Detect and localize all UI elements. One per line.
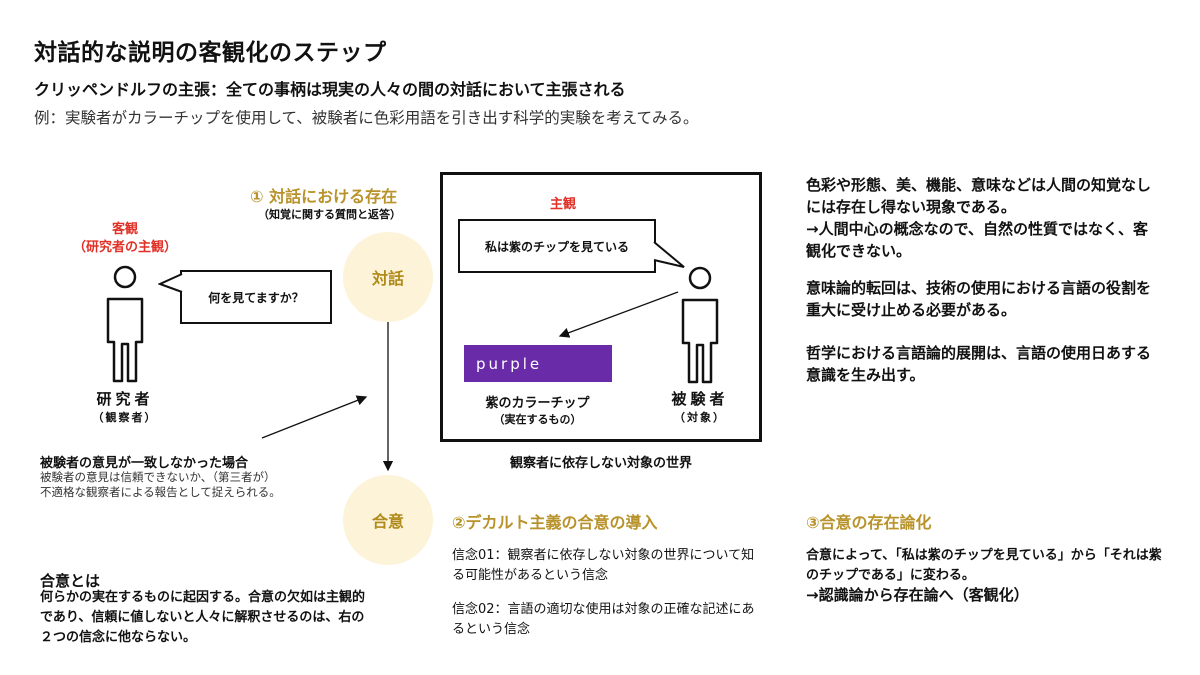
consensus-title: 合意とは — [40, 572, 101, 590]
consensus-body: 何らかの実在するものに起因する。合意の欠如は主観的であり、信頼に値しないと人々に… — [40, 590, 366, 645]
subject-to-chip-arrow — [558, 291, 679, 338]
subject-role: （対象） — [674, 411, 726, 424]
subjective-label: 主観 — [549, 197, 576, 212]
step3-arrow-line: →認識論から存在論へ（客観化） — [806, 586, 1029, 604]
step3-body: 合意によって、「私は紫のチップを見ている」から「それは紫のチップである」に変わる… — [806, 548, 1162, 583]
subject-speech-text: 私は紫のチップを見ている — [484, 239, 629, 254]
chip-sub-label: （実在するもの） — [493, 413, 582, 426]
semantic-turn-note: 意味論的転回は、技術の使用における言語の役割を重大に受け止める必要がある。 — [806, 279, 1152, 319]
purple-color-chip: purple — [464, 345, 612, 382]
objective-sub-label: （研究者の主観） — [72, 240, 177, 255]
perception-note: 色彩や形態、美、機能、意味などは人間の知覚なしには存在し得ない現象である。 →人… — [806, 176, 1152, 260]
step1-title: ① 対話における存在 — [250, 187, 398, 206]
researcher-name: 研究者 — [96, 390, 154, 408]
subject-bubble-tail — [653, 241, 685, 268]
chip-label: 紫のカラーチップ — [485, 396, 590, 411]
subject-name: 被験者 — [671, 390, 729, 408]
researcher-role: （観察者） — [92, 411, 158, 424]
belief1-text: 信念01：観察者に依存しない対象の世界について知る可能性があるという信念 — [452, 548, 755, 583]
example-text: 例：実験者がカラーチップを使用して、被験者に色彩用語を引き出す科学的実験を考えて… — [34, 109, 699, 127]
researcher-speech-bubble: 何を見てますか？ — [180, 270, 332, 324]
objective-label: 客観 — [111, 222, 138, 237]
step3-title: ③合意の存在論化 — [806, 513, 932, 532]
researcher-speech-text: 何を見てますか？ — [208, 290, 304, 305]
subject-speech-bubble: 私は紫のチップを見ている — [458, 219, 656, 273]
chip-text: purple — [476, 354, 543, 373]
page-title: 対話的な説明の客観化のステップ — [34, 40, 387, 66]
subject-figure-icon — [681, 266, 719, 384]
step1-sub: （知覚に関する質問と返答） — [258, 208, 401, 221]
disagreement-body: 被験者の意見は信頼できないか、（第三者が）不適格な観察者による報告として捉えられ… — [40, 470, 281, 499]
dialogue-circle: 対話 — [343, 232, 433, 322]
dialogue-circle-label: 対話 — [371, 269, 404, 288]
consensus-circle-label: 合意 — [371, 512, 404, 531]
linguistic-turn-note: 哲学における言語論的展開は、言語の使用日あする意識を生み出す。 — [806, 344, 1152, 384]
researcher-bubble-tail — [158, 273, 183, 293]
consensus-circle: 合意 — [343, 475, 433, 565]
world-caption: 観察者に依存しない対象の世界 — [509, 456, 692, 471]
disagreement-arrow — [261, 395, 368, 439]
step2-title: ②デカルト主義の合意の導入 — [452, 513, 658, 532]
belief2-text: 信念02：言語の適切な使用は対象の正確な記述にあるという信念 — [452, 602, 755, 637]
disagreement-title: 被験者の意見が一致しなかった場合 — [40, 456, 249, 471]
object-world-box — [440, 172, 762, 442]
researcher-figure-icon — [106, 265, 144, 383]
page-subtitle: クリッペンドルフの主張：全ての事柄は現実の人々の間の対話において主張される — [34, 80, 626, 99]
